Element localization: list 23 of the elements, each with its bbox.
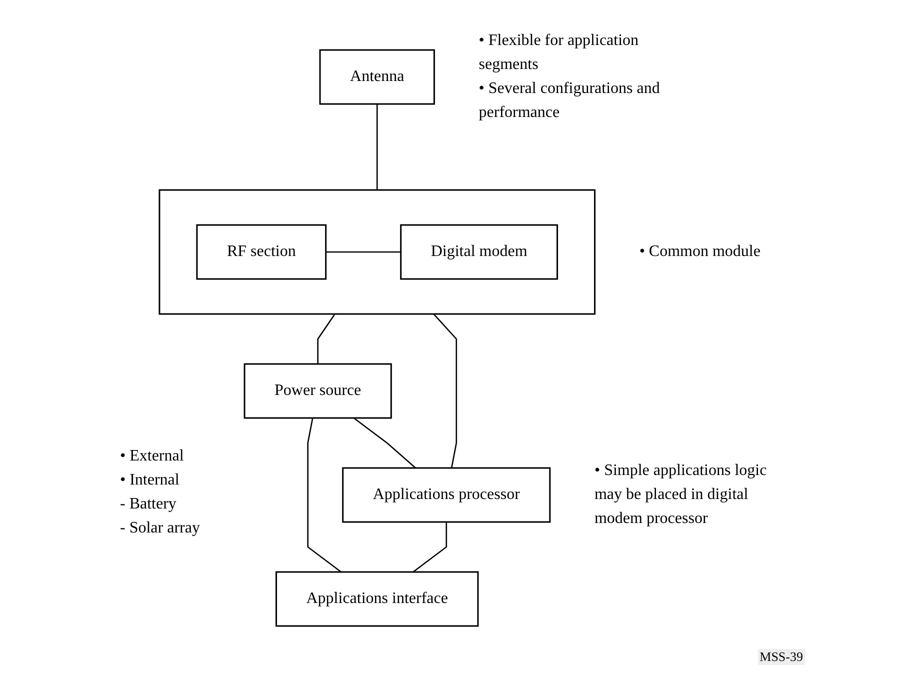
node-label: • Common module [640, 242, 761, 260]
connector [354, 417, 416, 468]
connector [376, 104, 378, 190]
node-box: Applications processor [342, 467, 551, 523]
connector [307, 418, 342, 572]
cluster [158, 189, 596, 315]
node-label: • Flexible for application segments [479, 32, 639, 73]
connector [326, 251, 402, 253]
node-box: Digital modem [400, 224, 558, 280]
node-label: • Several configurations and performance [479, 80, 660, 121]
node-label: - Battery [120, 496, 177, 513]
node-box: Antenna [320, 49, 436, 105]
node-label: - Solar array [120, 520, 200, 537]
node-box: Applications interface [276, 571, 479, 627]
connector [433, 314, 458, 468]
node-box: RF section [196, 224, 327, 280]
node-label: • Internal [120, 472, 180, 489]
figure-code: MSS-39 [758, 649, 805, 665]
node-label: • External [120, 448, 184, 465]
connector [412, 522, 448, 572]
connector [317, 314, 336, 364]
node-box: Power source [244, 363, 392, 419]
node-label: • Simple applications logic may be placed in digital modem processor [594, 462, 767, 527]
